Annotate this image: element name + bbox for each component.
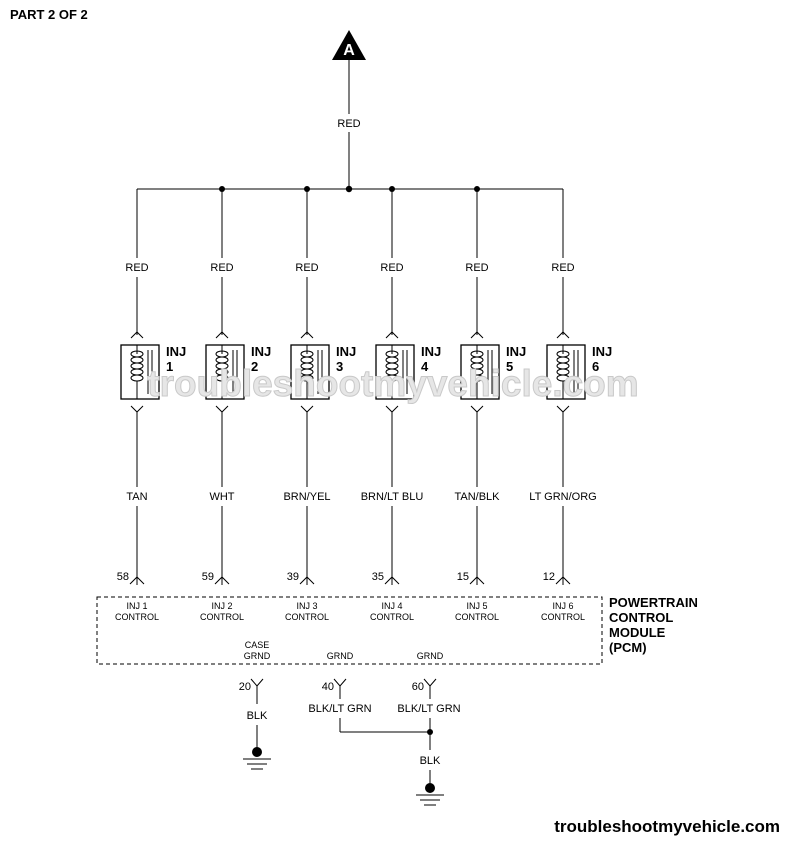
feed-wire-color: RED: [337, 118, 360, 130]
connector-label: A: [343, 42, 355, 59]
injector-upper-wire: RED: [465, 262, 488, 274]
ground-circuit-case: 20 BLK: [239, 678, 271, 770]
injector-title: INJ: [166, 344, 186, 359]
pcm-pin-number: 20: [239, 681, 251, 693]
pcm-pin-function: CONTROL: [370, 612, 414, 622]
injector-lower-wire: LT GRN/ORG: [529, 491, 596, 503]
injector-lower-wire: BRN/YEL: [283, 491, 330, 503]
pcm-pin-label: INJ 2: [211, 601, 232, 611]
injector-circuit-5: RED INJ 5 TAN/BLK 15 INJ 5 CONTROL: [454, 189, 526, 622]
injector-box: [375, 344, 415, 400]
pcm-title-line4: (PCM): [609, 640, 647, 655]
injector-coil-icon: [300, 345, 323, 399]
injector-lower-wire: TAN/BLK: [454, 491, 500, 503]
ground-circuit-40: 40 BLK/LT GRN: [308, 678, 430, 733]
ground-circuit-60: 60 BLK/LT GRN BLK: [397, 678, 461, 806]
pcm-pin-number: 59: [202, 571, 214, 583]
injector-title: INJ: [251, 344, 271, 359]
injector-circuit-4: RED INJ 4 BRN/LT BLU 35 INJ 4 CONTROL: [361, 189, 441, 622]
injector-coil-icon: [130, 345, 153, 399]
injector-circuit-3: RED INJ 3 BRN/YEL 39 INJ 3 CONTROL: [283, 189, 356, 622]
injector-upper-wire: RED: [295, 262, 318, 274]
pcm-pin-number: 12: [543, 571, 555, 583]
injector-upper-wire: RED: [551, 262, 574, 274]
injector-title: INJ: [421, 344, 441, 359]
pcm-pin-label: INJ 1: [126, 601, 147, 611]
injector-coil-icon: [215, 345, 238, 399]
ground-wire-color: BLK/LT GRN: [397, 703, 460, 715]
injector-box: [205, 344, 245, 400]
injector-box: [460, 344, 500, 400]
part-label: PART 2 OF 2: [10, 7, 88, 22]
ground-wire-color: BLK/LT GRN: [308, 703, 371, 715]
watermark: troubleshootmyvehicle.com: [147, 363, 638, 404]
splice-dot: [427, 729, 433, 735]
pcm-title-line1: POWERTRAIN: [609, 595, 698, 610]
pcm-pin-number: 60: [412, 681, 424, 693]
injector-title: INJ: [592, 344, 612, 359]
injector-upper-wire: RED: [125, 262, 148, 274]
pcm-pin-function: CONTROL: [541, 612, 585, 622]
injector-lower-wire: WHT: [209, 491, 234, 503]
injector-circuit-2: RED INJ 2 WHT 59 INJ 2 CONTROL: [200, 189, 271, 622]
pcm-pin-number: 58: [117, 571, 129, 583]
injector-box: [120, 344, 160, 400]
pcm-pin-number: 35: [372, 571, 384, 583]
injector-box: [290, 344, 330, 400]
pcm-pin-label: INJ 6: [552, 601, 573, 611]
injector-number: 4: [421, 359, 429, 374]
injector-number: 5: [506, 359, 513, 374]
injector-circuit-6: RED INJ 6 LT GRN/ORG 12 INJ 6 CONTROL: [529, 189, 612, 622]
pcm-pin-function: CONTROL: [285, 612, 329, 622]
connector-triangle-icon: [332, 30, 366, 60]
pcm-ground-label: GRND: [417, 651, 444, 661]
pcm-pin-label: INJ 4: [381, 601, 402, 611]
ground-symbol-icon: [243, 758, 271, 770]
injector-coil-icon: [556, 345, 579, 399]
footer-site: troubleshootmyvehicle.com: [554, 817, 780, 836]
pcm-ground-label: CASE: [245, 640, 270, 650]
pcm-pin-function: CONTROL: [115, 612, 159, 622]
ground-wire-color: BLK: [420, 755, 441, 767]
injector-lower-wire: TAN: [126, 491, 147, 503]
pcm-pin-number: 15: [457, 571, 469, 583]
pcm-pin-number: 40: [322, 681, 334, 693]
ground-wire-color: BLK: [247, 710, 268, 722]
pcm-box: [96, 596, 603, 665]
pcm-pin-function: CONTROL: [200, 612, 244, 622]
injector-coil-icon: [470, 345, 493, 399]
injector-lower-wire: BRN/LT BLU: [361, 491, 424, 503]
pcm-ground-label: GRND: [244, 651, 271, 661]
injector-title: INJ: [506, 344, 526, 359]
injector-number: 1: [166, 359, 173, 374]
pcm-pin-label: INJ 5: [466, 601, 487, 611]
injector-coil-icon: [385, 345, 408, 399]
injector-number: 2: [251, 359, 258, 374]
pcm-title-line3: MODULE: [609, 625, 666, 640]
injector-number: 6: [592, 359, 599, 374]
pcm-title-line2: CONTROL: [609, 610, 673, 625]
pcm-ground-label: GRND: [327, 651, 354, 661]
pcm-pin-label: INJ 3: [296, 601, 317, 611]
pcm-pin-function: CONTROL: [455, 612, 499, 622]
pcm-pin-number: 39: [287, 571, 299, 583]
injector-title: INJ: [336, 344, 356, 359]
splice-dot: [345, 185, 353, 193]
injector-upper-wire: RED: [210, 262, 233, 274]
injector-box: [546, 344, 586, 400]
injector-circuit-1: RED INJ 1 TAN 58 INJ 1 CONTROL: [115, 189, 186, 622]
injector-upper-wire: RED: [380, 262, 403, 274]
ground-symbol-icon: [416, 794, 444, 806]
injector-number: 3: [336, 359, 343, 374]
